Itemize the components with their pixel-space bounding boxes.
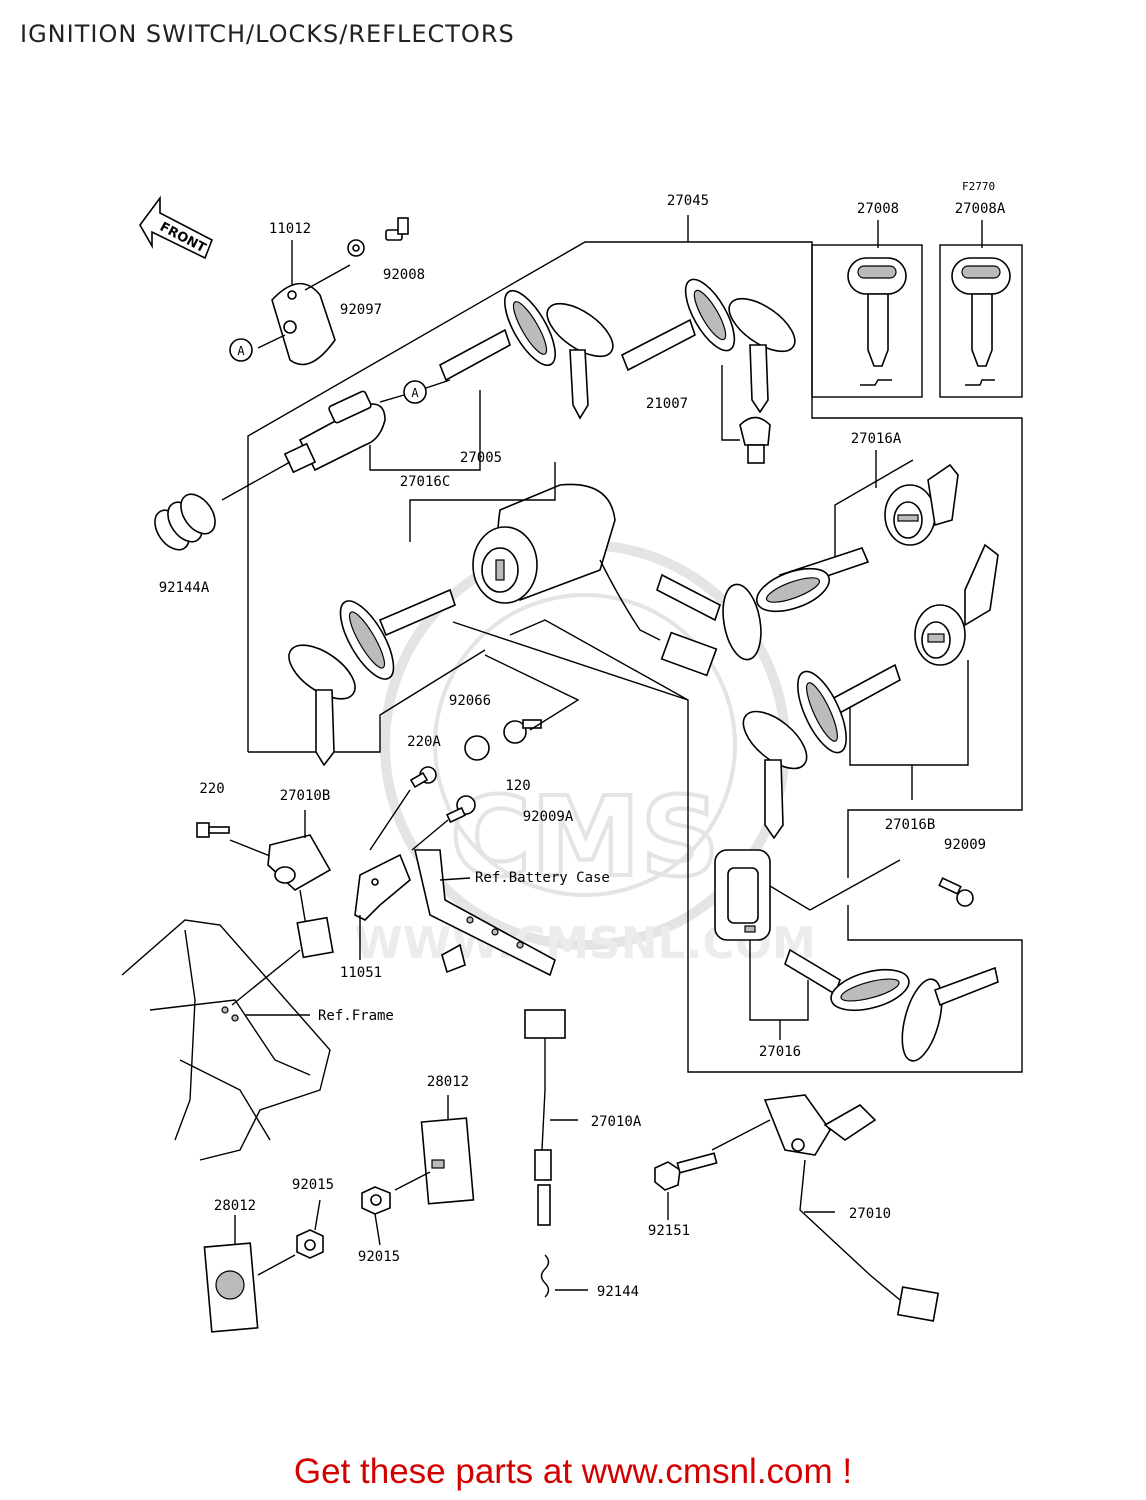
label-92066: 92066 [449, 693, 491, 709]
keys-27016 [784, 948, 999, 1062]
part-92015-nut-b [296, 1199, 324, 1259]
label-28012-a: 28012 [427, 1074, 469, 1090]
part-28012-reflector-b [203, 1215, 296, 1333]
label-ref-battery: Ref.Battery Case [475, 870, 610, 886]
part-120-bolt [484, 654, 580, 744]
part-27010A-wire [524, 1009, 578, 1226]
part-220-screw [196, 822, 276, 859]
part-11012-plate [257, 240, 351, 366]
part-220A-screw [369, 766, 437, 851]
keys-27016A [656, 547, 870, 661]
part-27016B-lock [849, 543, 999, 800]
label-11012: 11012 [269, 221, 311, 237]
label-27016B: 27016B [885, 817, 936, 833]
label-ref-frame: Ref.Frame [318, 1008, 394, 1024]
watermark-brand: CMS [450, 773, 719, 901]
part-92009A-screw [411, 795, 476, 851]
part-92144A-spring [154, 493, 216, 551]
set-27016-bracket [452, 619, 1023, 1073]
part-92009-screw [938, 877, 974, 907]
label-92097: 92097 [340, 302, 382, 318]
ref-battery-case [413, 849, 556, 977]
page-title: IGNITION SWITCH/LOCKS/REFLECTORS [20, 20, 515, 48]
label-21007: 21007 [646, 396, 688, 412]
label-27016A: 27016A [851, 431, 902, 447]
part-27016-lock [714, 849, 771, 941]
watermark-logo: CMS WWW.CMSNL.COM [354, 540, 816, 969]
label-28012-b: 28012 [214, 1198, 256, 1214]
figure-code: F2770 [962, 180, 995, 193]
callout-a-1: A [229, 338, 253, 362]
callout-a-2: A [379, 379, 451, 404]
label-27010: 27010 [849, 1206, 891, 1222]
part-27010-switch [763, 1094, 940, 1322]
label-92009: 92009 [944, 837, 986, 853]
label-220: 220 [199, 781, 224, 797]
part-92151-bolt [654, 1119, 771, 1220]
keys-27016B [742, 663, 901, 840]
part-27016C-lock [221, 390, 481, 501]
keys-27005 [288, 588, 456, 767]
label-11051: 11051 [340, 965, 382, 981]
label-92015-a: 92015 [292, 1177, 334, 1193]
svg-text:A: A [237, 344, 245, 358]
label-220A: 220A [407, 734, 441, 750]
part-92097-washer [347, 239, 365, 257]
label-27005: 27005 [460, 450, 502, 466]
part-92144-spring [540, 1254, 588, 1298]
label-92151: 92151 [648, 1223, 690, 1239]
label-92009A: 92009A [523, 809, 574, 825]
label-92144: 92144 [597, 1284, 639, 1300]
label-27045: 27045 [667, 193, 709, 209]
part-92008-bolt [385, 217, 409, 241]
label-92008: 92008 [383, 267, 425, 283]
label-27008: 27008 [857, 201, 899, 217]
key-box-27008A [939, 220, 1023, 398]
key-box-27008 [811, 220, 923, 398]
part-27010B-switch [267, 810, 334, 959]
label-92015-b: 92015 [358, 1249, 400, 1265]
label-120: 120 [505, 778, 530, 794]
label-27010A: 27010A [591, 1114, 642, 1130]
part-11051-bracket [354, 853, 411, 960]
svg-text:A: A [411, 386, 419, 400]
label-27008A: 27008A [955, 201, 1006, 217]
label-27016C: 27016C [400, 474, 451, 490]
footer-link-text[interactable]: Get these parts at www.cmsnl.com ! [293, 1452, 853, 1491]
part-92015-nut-a [361, 1186, 391, 1246]
keys-27016C [438, 289, 614, 420]
label-27016: 27016 [759, 1044, 801, 1060]
part-27016A-lock [834, 450, 959, 565]
set-27045-bracket [247, 215, 1023, 878]
ref-frame [121, 919, 331, 1161]
label-92144A: 92144A [159, 580, 210, 596]
label-27010B: 27010B [280, 788, 331, 804]
part-28012-reflector-a [394, 1095, 475, 1205]
part-labels: F2770 27045 27008 27008A 11012 92008 920… [159, 180, 1006, 1300]
part-92066-cap [464, 735, 490, 761]
front-direction-arrow: FRONT [139, 195, 214, 260]
keys-21007 [620, 278, 796, 464]
part-27005-ignition-switch [409, 462, 718, 677]
